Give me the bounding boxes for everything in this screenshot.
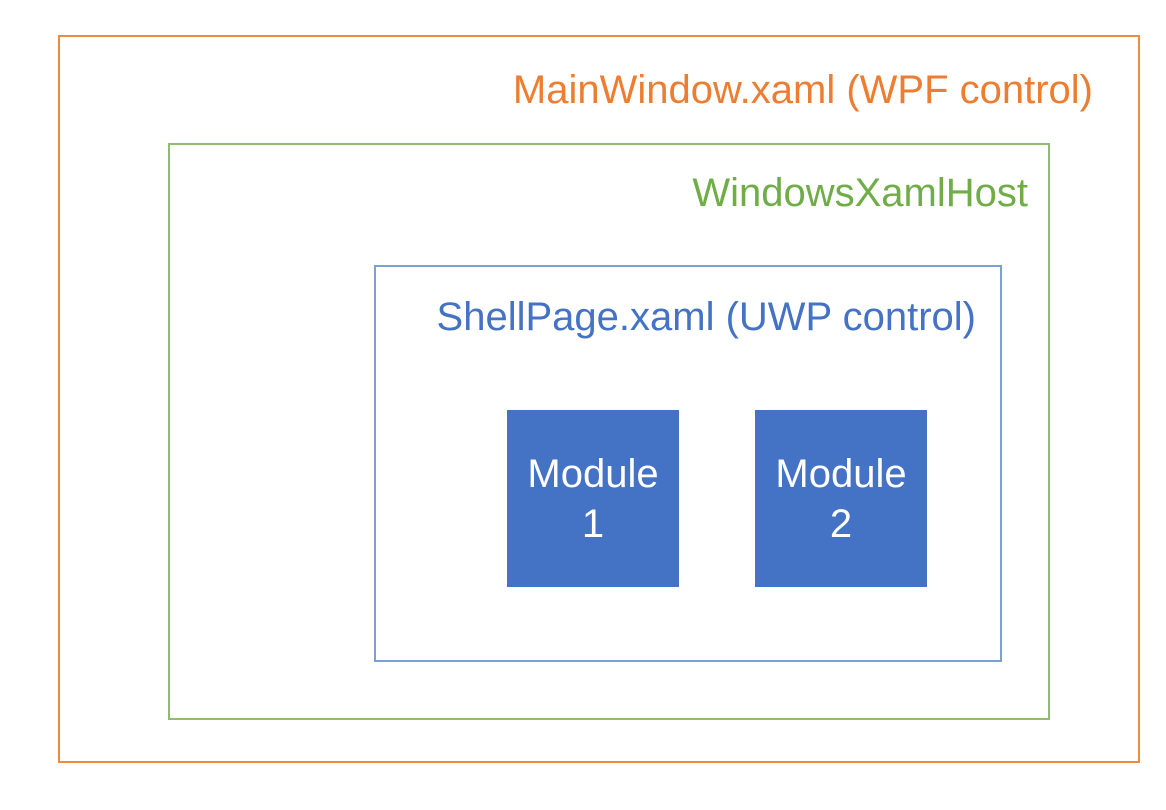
module-1-name: Module: [527, 451, 659, 496]
modules-row: Module 1 Module 2: [376, 267, 1000, 660]
layer-mainwindow-label: MainWindow.xaml (WPF control): [512, 68, 1093, 112]
module-box-2: Module 2: [755, 410, 927, 587]
module-2-name: Module: [775, 451, 907, 496]
layer-shellpage-label: ShellPage.xaml (UWP control): [436, 295, 976, 339]
layer-windowsxamlhost-frame: WindowsXamlHost ShellPage.xaml (UWP cont…: [168, 143, 1050, 720]
module-box-1: Module 1: [507, 410, 679, 587]
module-1-index: 1: [581, 501, 605, 546]
layer-mainwindow-frame: MainWindow.xaml (WPF control) WindowsXam…: [58, 35, 1140, 763]
module-2-index: 2: [829, 501, 853, 546]
layer-windowsxamlhost-label: WindowsXamlHost: [692, 171, 1028, 215]
layer-shellpage-frame: ShellPage.xaml (UWP control) Module 1 Mo…: [374, 265, 1002, 662]
